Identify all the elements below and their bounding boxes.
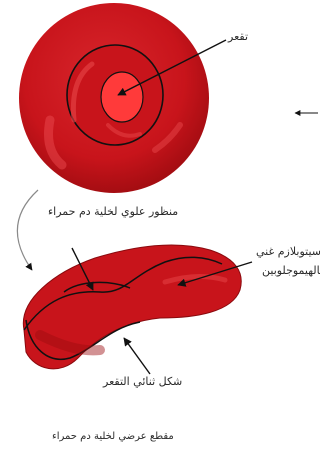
label-cross-section: مقطع عرضي لخلية دم حمراء — [52, 432, 174, 442]
label-cytoplasm-line1: سيتوبلازم غني — [256, 246, 320, 257]
biconcave-pointer — [124, 338, 150, 374]
view-connector — [17, 190, 38, 270]
center-hollow — [101, 72, 143, 122]
label-cytoplasm-line2: بالهيموجلوبين — [262, 265, 320, 276]
top-view-cell — [19, 3, 209, 193]
label-biconcave: شكل ثنائي التقعر — [103, 376, 182, 387]
label-hollow: تقعر — [228, 31, 248, 42]
label-top-view: منظور علوي لخلية دم حمراء — [48, 206, 178, 217]
